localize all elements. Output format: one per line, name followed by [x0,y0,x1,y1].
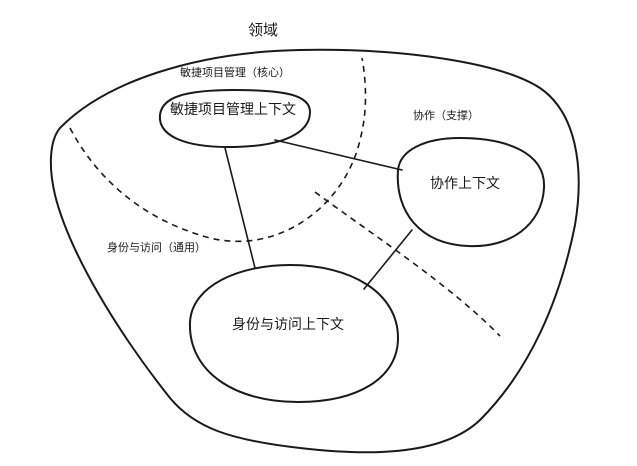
relation-collab-identity [363,229,413,290]
collab-context-shape [396,137,546,248]
agile-context-shape [158,89,311,149]
agile-context-label: 敏捷项目管理上下文 [170,102,296,118]
core-subdomain-boundary [69,57,367,243]
support-subdomain-boundary [314,191,501,337]
collab-context-label: 协作上下文 [430,176,500,192]
core-subdomain-label: 敏捷项目管理（核心） [180,66,290,79]
identity-context-label: 身份与访问上下文 [232,317,344,333]
support-subdomain-label: 协作（支撑） [413,109,479,122]
domain-title: 领域 [248,21,279,39]
identity-context-shape [188,264,399,403]
relation-agile-collab [274,139,403,171]
generic-subdomain-label: 身份与访问（通用） [107,241,206,254]
relation-agile-identity [224,147,256,269]
domain-boundary [49,48,580,454]
